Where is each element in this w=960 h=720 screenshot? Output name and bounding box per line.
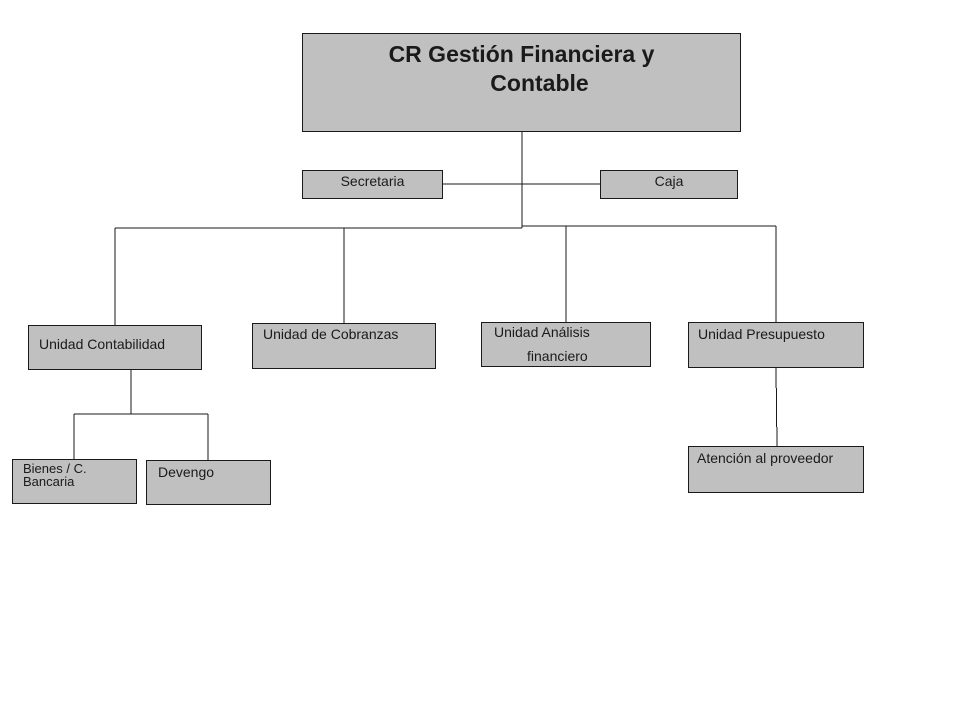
- node-unidad-presupuesto-label: Unidad Presupuesto: [698, 326, 825, 342]
- node-atencion-proveedor: Atención al proveedor: [688, 446, 864, 493]
- node-unidad-contabilidad-label: Unidad Contabilidad: [39, 336, 166, 352]
- node-secretaria: Secretaria: [302, 170, 443, 199]
- node-caja-label: Caja: [654, 173, 684, 189]
- node-unidad-analisis-label-line1: Unidad Análisis: [494, 324, 590, 340]
- connector-presupuesto-trunk: [775, 367, 778, 447]
- node-devengo-label: Devengo: [158, 464, 215, 480]
- node-atencion-label: Atención al proveedor: [697, 450, 834, 466]
- node-bienes-bancaria: Bienes / C. Bancaria: [12, 459, 137, 504]
- node-unidad-cobranzas-label: Unidad de Cobranzas: [263, 326, 399, 342]
- node-unidad-contabilidad: Unidad Contabilidad: [28, 325, 202, 370]
- root-node: CR Gestión Financiera y Contable: [302, 33, 741, 132]
- node-unidad-cobranzas: Unidad de Cobranzas: [252, 323, 436, 369]
- node-caja: Caja: [600, 170, 738, 199]
- node-unidad-analisis: Unidad Análisis financiero: [481, 322, 651, 367]
- root-title-line2: Contable: [490, 70, 589, 96]
- node-bienes-label-line2: Bancaria: [23, 474, 75, 489]
- node-unidad-presupuesto: Unidad Presupuesto: [688, 322, 864, 368]
- node-secretaria-label: Secretaria: [340, 173, 405, 189]
- node-devengo: Devengo: [146, 460, 271, 505]
- node-unidad-analisis-label-line2: financiero: [527, 348, 588, 364]
- root-title-line1: CR Gestión Financiera y: [388, 41, 655, 67]
- node-bienes-label-line1: Bienes / C.: [23, 461, 87, 476]
